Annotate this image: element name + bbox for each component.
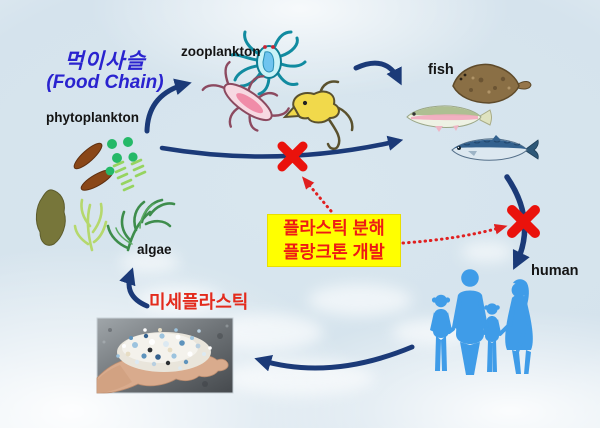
diagram-title-korean: 먹이사슬 <box>64 50 146 73</box>
microplastics-label: 미세플라스틱 <box>149 292 249 312</box>
blocked-x-icon-phytoplankton-fish <box>277 141 308 172</box>
arrow-microplastics-to-algae <box>119 267 150 309</box>
diagram-title: 먹이사슬 (Food Chain) <box>34 50 176 94</box>
callout-arrow-to-x2 <box>401 223 508 245</box>
arrow-zooplankton-to-fish <box>353 60 402 86</box>
microplastics-photo <box>96 317 234 394</box>
blocked-x-icon-fish-human <box>507 205 540 238</box>
arrow-human-to-microplastics <box>254 344 415 372</box>
fish-flounder-illustration <box>452 63 532 104</box>
zooplankton-label: zooplankton <box>181 44 261 59</box>
phytoplankton-label: phytoplankton <box>46 110 139 125</box>
callout-line-1: 플라스틱 분해 <box>283 218 385 239</box>
algae-label: algae <box>137 242 172 257</box>
fish-label: fish <box>428 62 454 78</box>
callout-line-2: 플랑크톤 개발 <box>283 241 385 262</box>
zooplankton-cyan-illustration <box>230 30 307 96</box>
fish-mackerel-illustration <box>451 135 539 161</box>
phytoplankton-illustration <box>73 137 147 192</box>
plastic-degrading-plankton-callout: 플라스틱 분해 플랑크톤 개발 <box>267 214 401 267</box>
diagram-title-english: (Food Chain) <box>46 72 164 94</box>
zooplankton-yellow-illustration <box>282 80 354 150</box>
zooplankton-pink-illustration <box>201 60 290 132</box>
fish-trout-illustration <box>406 105 492 132</box>
human-family-illustration <box>430 269 533 375</box>
callout-arrow-to-x1 <box>301 176 333 213</box>
arrow-phytoplankton-to-fish <box>159 135 404 159</box>
human-label: human <box>531 263 579 279</box>
arrow-phytoplankton-to-zooplankton <box>144 78 192 134</box>
algae-illustration <box>35 189 176 252</box>
